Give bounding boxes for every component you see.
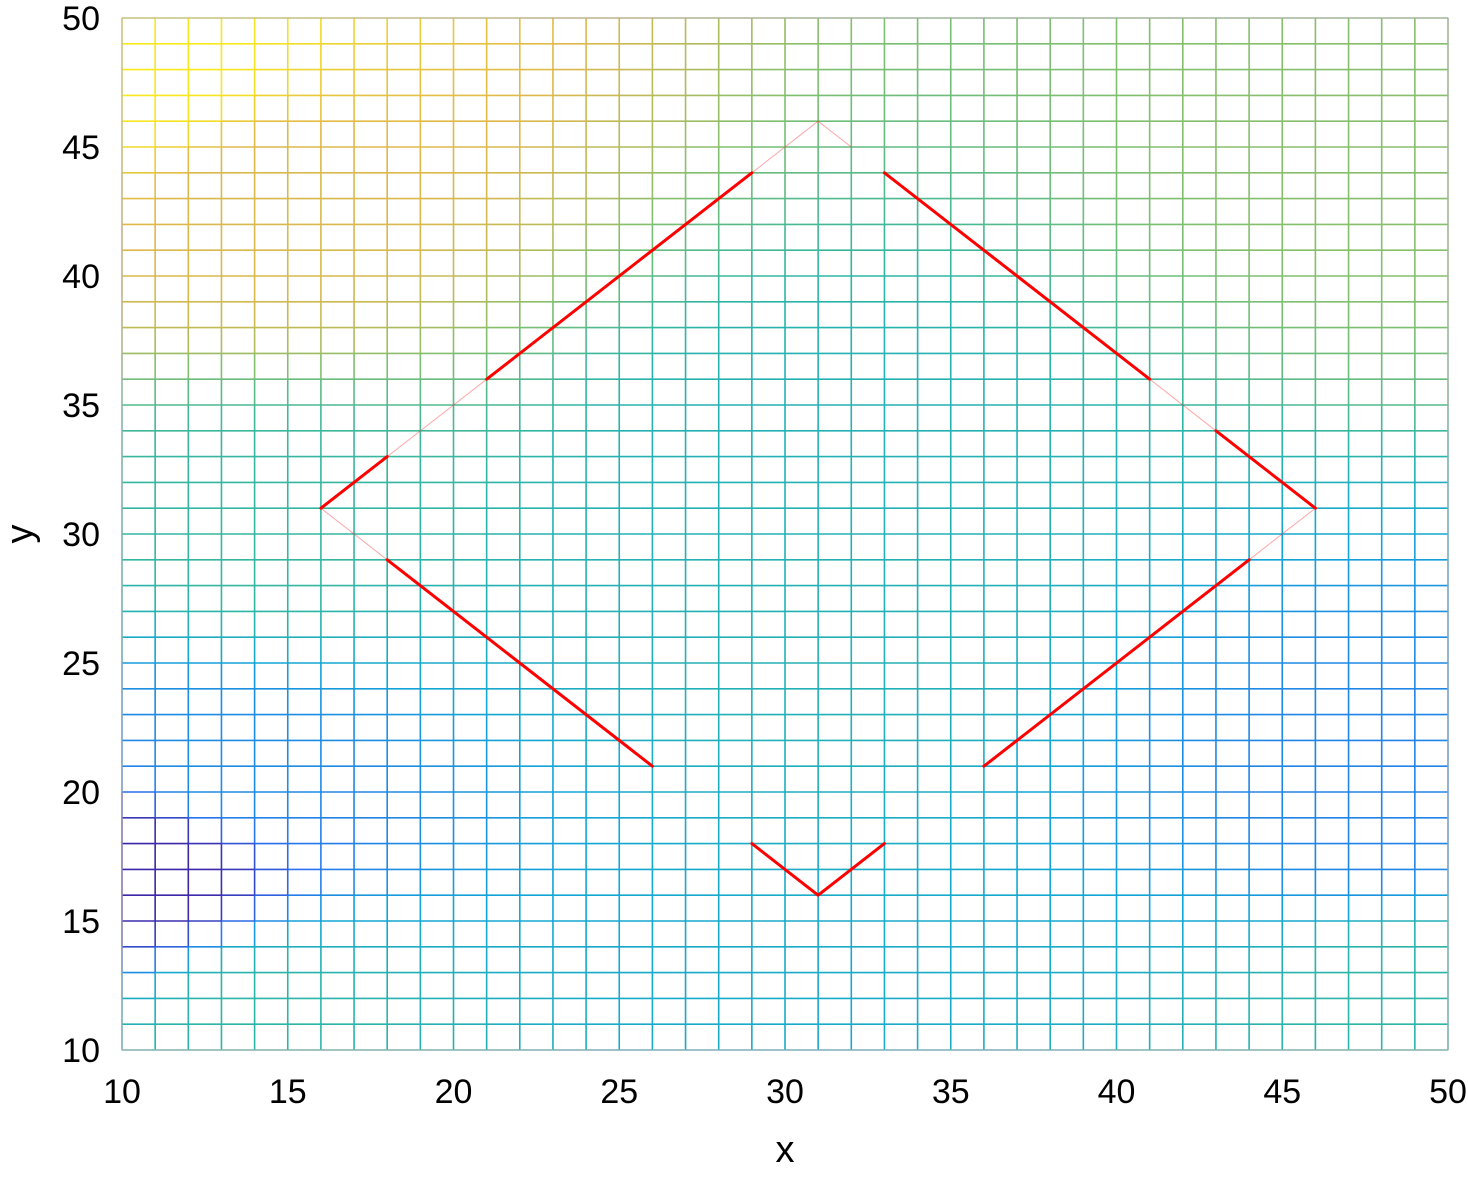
x-axis-label: x — [776, 1129, 795, 1171]
faint-line-segment — [817, 120, 852, 148]
y-tick-label: 10 — [62, 1032, 100, 1070]
y-tick-label: 30 — [62, 516, 100, 554]
line-segment — [1214, 429, 1317, 510]
red-line-segments — [319, 120, 1317, 897]
faint-line-segment — [320, 507, 388, 561]
x-tick-label: 30 — [766, 1073, 804, 1111]
x-tick-label: 10 — [103, 1073, 141, 1111]
y-tick-label: 20 — [62, 774, 100, 812]
y-axis-label: y — [0, 525, 41, 544]
line-segment — [982, 558, 1251, 768]
y-tick-label: 50 — [62, 0, 100, 38]
line-segment — [882, 171, 1152, 381]
x-axis-ticks: 10 15 20 25 30 35 40 45 50 — [103, 1073, 1467, 1111]
y-tick-label: 35 — [62, 387, 100, 425]
faint-line-segment — [1248, 507, 1316, 561]
x-tick-label: 50 — [1429, 1073, 1467, 1111]
plot-frame — [121, 17, 1449, 1051]
faint-line-segment — [1149, 378, 1217, 432]
faint-line-segment — [751, 120, 819, 174]
x-tick-label: 25 — [600, 1073, 638, 1111]
faint-line-segment — [386, 378, 488, 458]
line-segment — [750, 842, 886, 897]
y-tick-label: 40 — [62, 258, 100, 296]
x-tick-label: 40 — [1098, 1073, 1136, 1111]
x-tick-label: 35 — [932, 1073, 970, 1111]
mesh-grid — [121, 17, 1449, 1051]
line-segment — [485, 171, 754, 381]
y-axis-ticks: 10 15 20 25 30 35 40 45 50 — [62, 0, 100, 1070]
plot-area — [121, 17, 1449, 1051]
y-tick-label: 25 — [62, 645, 100, 683]
x-tick-label: 20 — [435, 1073, 473, 1111]
line-segment — [319, 455, 389, 510]
line-segment — [385, 558, 654, 768]
x-tick-label: 45 — [1263, 1073, 1301, 1111]
x-tick-label: 15 — [269, 1073, 307, 1111]
y-tick-label: 45 — [62, 129, 100, 167]
y-tick-label: 15 — [62, 903, 100, 941]
